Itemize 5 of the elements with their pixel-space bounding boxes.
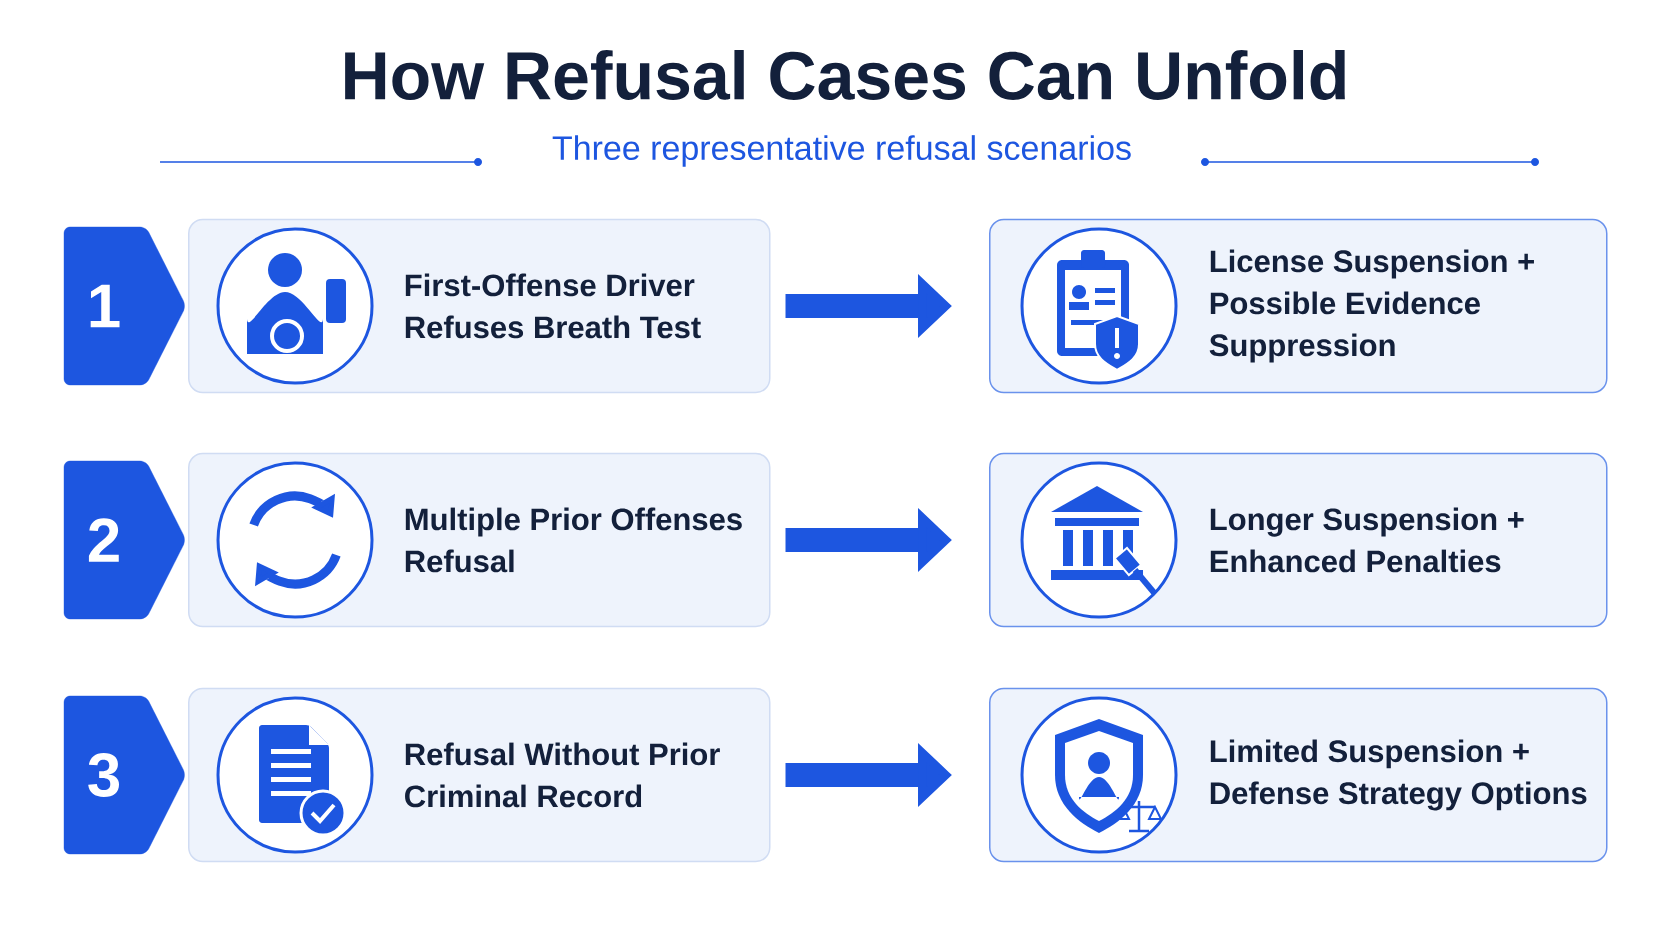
title: How Refusal Cases Can Unfold: [345, 50, 1345, 100]
number-badge: 2: [63, 460, 185, 620]
number-badge: 3: [63, 695, 185, 855]
subtitle: Three representative refusal scenarios: [552, 135, 1131, 167]
number-badge: 1: [63, 226, 185, 386]
